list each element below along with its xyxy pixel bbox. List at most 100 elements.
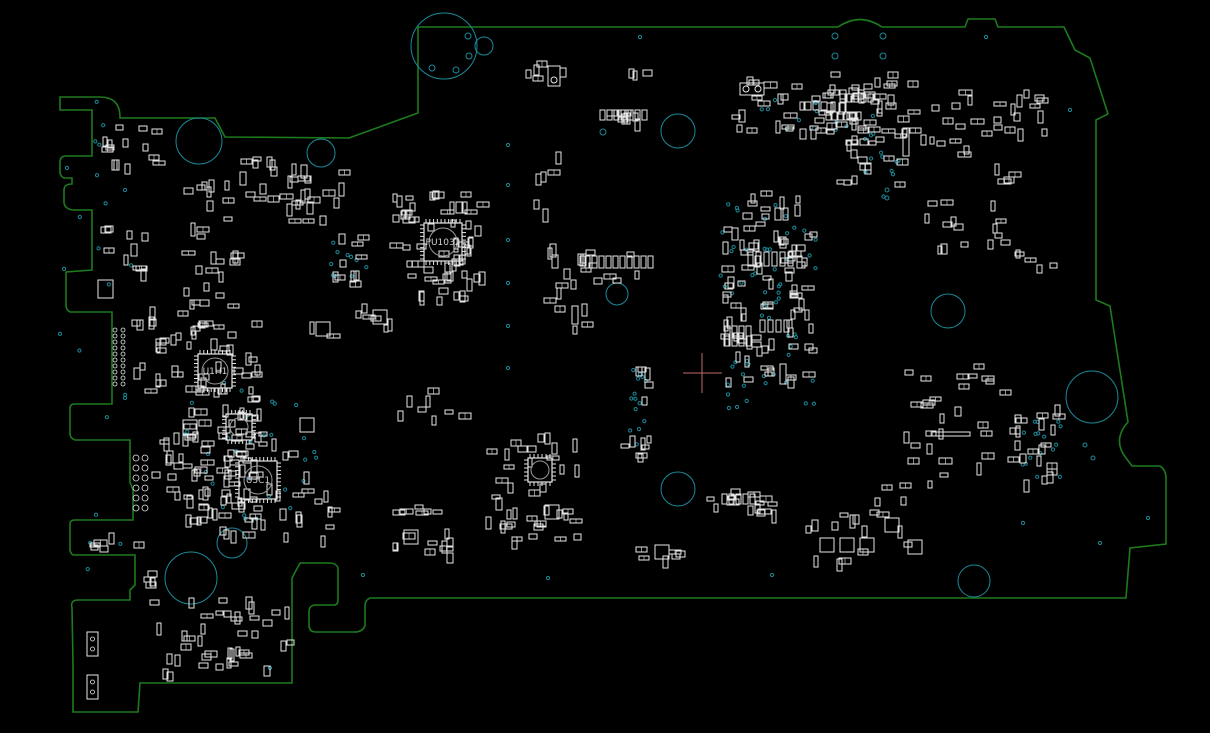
smd-part [262, 619, 273, 627]
smd-part [937, 245, 943, 255]
via [744, 398, 749, 403]
via [1021, 430, 1027, 435]
smd-part [188, 407, 195, 418]
connector-strip [571, 305, 579, 325]
pad-row-part [825, 111, 832, 121]
smd-part [813, 555, 819, 568]
via [633, 407, 638, 412]
smd-part [852, 514, 860, 525]
via [763, 381, 768, 386]
smd-part [910, 442, 921, 449]
inductor [97, 279, 114, 299]
pad-row-part [747, 251, 754, 267]
smd-part [940, 243, 948, 255]
header-pin [120, 381, 126, 387]
smd-part [444, 409, 454, 415]
via [772, 267, 777, 272]
smd-part [206, 200, 214, 212]
smd-part [810, 129, 817, 140]
mounting-hole [474, 36, 494, 56]
header-pin [141, 484, 149, 492]
smd-part [427, 540, 438, 546]
smd-part [549, 243, 557, 258]
smd-part [485, 516, 492, 530]
smd-part [198, 320, 206, 329]
smd-part [751, 341, 762, 348]
smd-part [809, 125, 819, 131]
smd-part [593, 277, 603, 285]
smd-part [859, 138, 869, 146]
power-package [819, 537, 835, 553]
smd-part [189, 299, 195, 310]
smd-part [632, 70, 638, 81]
smd-part [777, 93, 784, 105]
pad-row-part [787, 251, 794, 267]
smd-part [1016, 94, 1023, 108]
via [637, 401, 642, 406]
header-pin [112, 333, 118, 339]
smd-part [151, 471, 161, 479]
smd-part [857, 156, 868, 164]
via [77, 348, 82, 353]
smd-part [559, 67, 567, 78]
smd-part [751, 334, 762, 341]
smd-part [635, 366, 643, 377]
via [890, 172, 896, 177]
via [77, 214, 82, 220]
smd-part [289, 176, 299, 183]
smd-part [724, 282, 734, 290]
pad-row-part [820, 101, 828, 111]
via [505, 182, 511, 188]
smd-part [459, 290, 466, 303]
via [725, 392, 731, 397]
smd-part [572, 438, 578, 453]
smd-part [904, 369, 914, 376]
smd-part [387, 318, 393, 332]
via [210, 481, 215, 486]
smd-part [738, 109, 746, 123]
smd-part [963, 145, 970, 155]
via [242, 513, 247, 518]
pad-row-part [759, 319, 766, 333]
smd-part [642, 69, 653, 77]
smd-part [245, 443, 255, 450]
via [632, 391, 637, 396]
via [1054, 442, 1059, 447]
smd-part [332, 271, 339, 283]
smd-part [976, 462, 982, 476]
smd-part [1014, 414, 1022, 424]
smd-part [570, 279, 577, 290]
smd-part [985, 378, 995, 385]
header-pin [141, 454, 149, 462]
smd-part [533, 523, 544, 531]
smd-part [228, 661, 239, 667]
smd-part [284, 606, 290, 620]
header-pin [132, 464, 140, 472]
smd-part [744, 355, 750, 368]
smd-part [438, 287, 449, 295]
pad-row-part [620, 109, 627, 121]
smd-part [204, 475, 214, 481]
smd-part [863, 83, 873, 90]
smd-part [258, 431, 268, 437]
power-package [907, 539, 923, 555]
smd-part [436, 296, 443, 306]
power-package [859, 537, 875, 553]
smd-part [838, 102, 846, 115]
smd-part [453, 291, 460, 301]
smd-part [226, 344, 234, 356]
via [772, 98, 778, 103]
smd-part [199, 299, 210, 307]
smd-part [192, 431, 199, 443]
via [750, 273, 755, 278]
smd-part [924, 213, 930, 224]
smd-part [124, 163, 131, 175]
smd-part [249, 615, 260, 621]
via [869, 156, 874, 161]
smd-part [171, 365, 179, 378]
via [637, 34, 643, 40]
smd-part [280, 640, 287, 652]
smd-part [244, 517, 254, 523]
